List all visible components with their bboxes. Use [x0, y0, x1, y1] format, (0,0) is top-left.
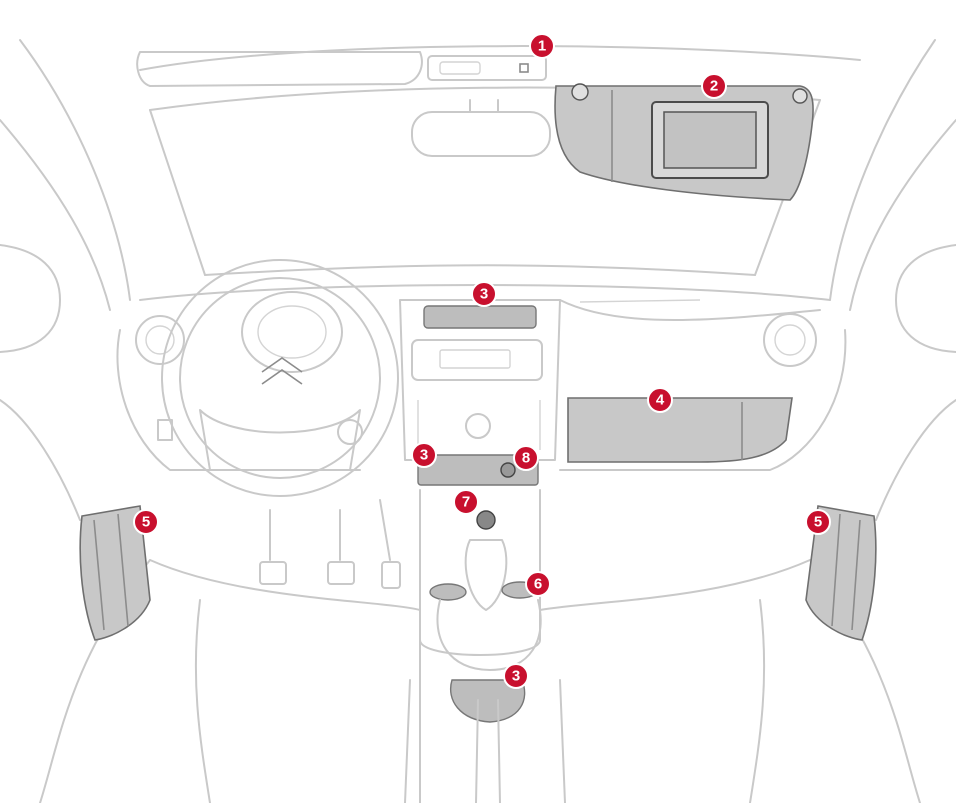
callout-1: 1 — [529, 33, 555, 59]
right-door-pocket — [805, 505, 877, 641]
cup-holder-left — [429, 583, 467, 601]
svg-text:2: 2 — [710, 78, 718, 95]
right-air-vent — [763, 313, 817, 367]
dashboard-storage-top — [423, 305, 537, 329]
left-air-vent — [135, 315, 185, 365]
callout-2: 2 — [701, 73, 727, 99]
callout-7: 7 — [453, 489, 479, 515]
climate-control-knob — [465, 413, 491, 439]
cigar-lighter — [476, 510, 496, 530]
svg-text:5: 5 — [814, 514, 822, 531]
rear-view-mirror — [411, 99, 551, 157]
left-door — [0, 244, 81, 521]
callout-8: 8 — [513, 445, 539, 471]
center-console — [404, 489, 566, 803]
center-stack — [399, 299, 561, 486]
gear-boot — [436, 599, 542, 671]
svg-text:1: 1 — [538, 38, 546, 55]
svg-text:8: 8 — [522, 450, 530, 467]
svg-text:4: 4 — [656, 392, 665, 409]
interior-light — [427, 55, 547, 81]
accessory-socket — [500, 462, 516, 478]
gear-lever — [464, 539, 508, 611]
svg-text:6: 6 — [534, 576, 542, 593]
radio-unit — [411, 339, 543, 381]
right-door — [875, 244, 956, 521]
windscreen-frame — [0, 39, 956, 311]
left-sun-visor — [136, 51, 423, 87]
callout-3-center: 3 — [411, 442, 437, 468]
pedals — [259, 499, 401, 589]
svg-text:3: 3 — [480, 286, 488, 303]
glove-box — [567, 397, 793, 463]
svg-text:3: 3 — [512, 668, 520, 685]
sun-visor — [554, 83, 814, 201]
callout-6: 6 — [525, 571, 551, 597]
steering-wheel — [157, 259, 399, 497]
svg-text:5: 5 — [142, 514, 150, 531]
callout-3-top: 3 — [471, 281, 497, 307]
left-door-pocket — [79, 505, 151, 641]
rear-console-storage — [450, 679, 526, 723]
svg-text:7: 7 — [462, 494, 470, 511]
svg-text:3: 3 — [420, 447, 428, 464]
callout-3-rear: 3 — [503, 663, 529, 689]
callout-5-right: 5 — [805, 509, 831, 535]
callout-5-left: 5 — [133, 509, 159, 535]
callout-4: 4 — [647, 387, 673, 413]
